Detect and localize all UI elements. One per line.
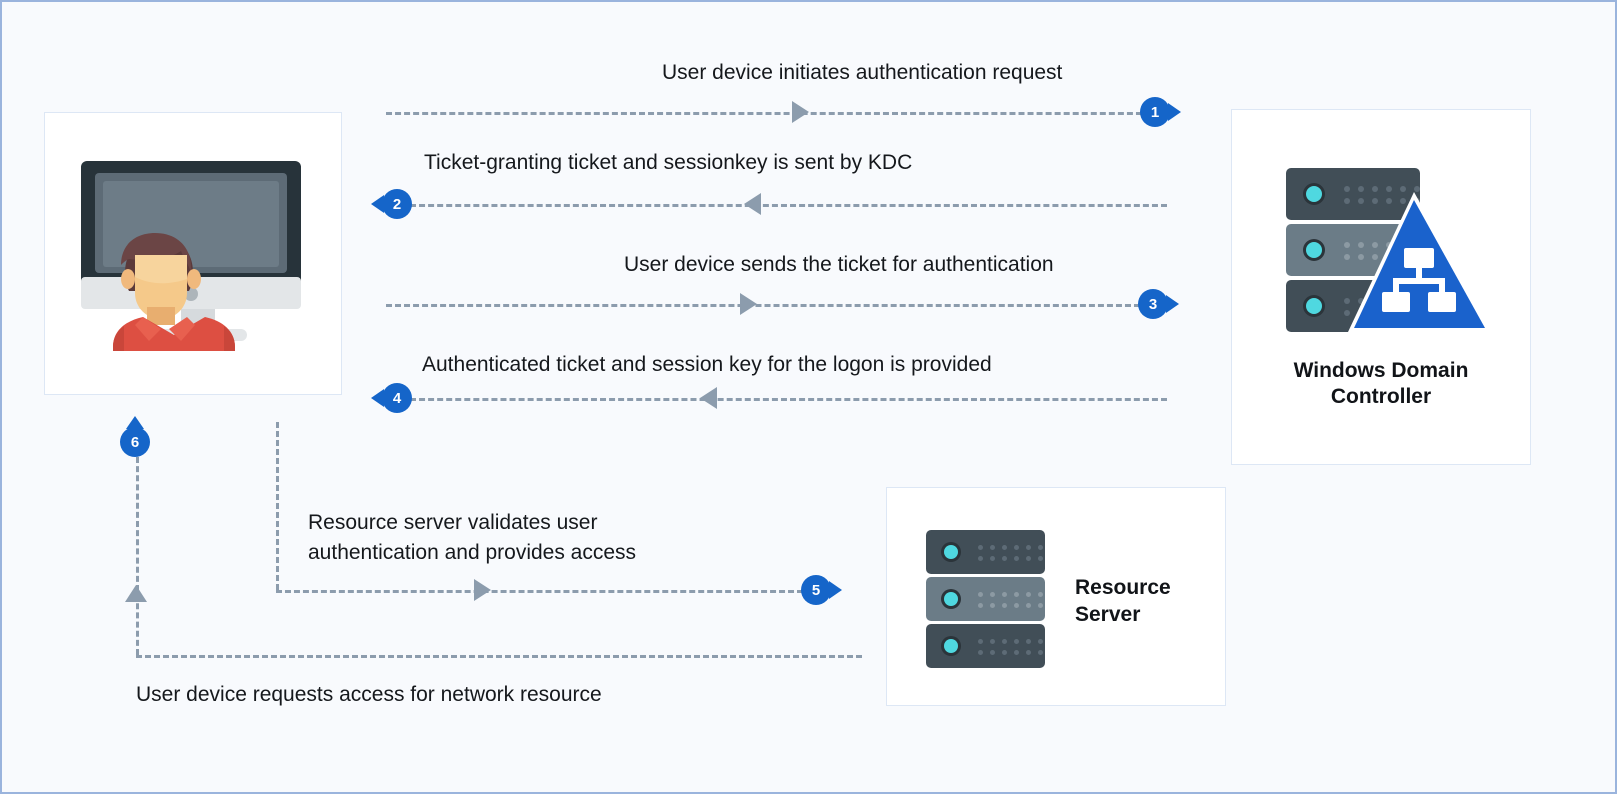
step-5-caption-line2: authentication and provides access — [308, 541, 637, 565]
server-rack-icon — [926, 530, 1046, 668]
step-5-arrowhead-icon — [474, 579, 491, 601]
step-5-caption: Resource server validates user authentica… — [308, 508, 636, 569]
step-5-vertical-line — [276, 422, 279, 590]
step-3-number: 3 — [1148, 295, 1158, 313]
step-5-caption-line1: Resource server validates user — [308, 511, 598, 534]
user-device-card — [44, 112, 342, 395]
step-3-line — [386, 304, 1149, 307]
step-2-badge-arrow-icon — [371, 195, 384, 213]
step-2-caption: Ticket-granting ticket and sessionkey is… — [424, 151, 913, 174]
step-6-number: 6 — [130, 433, 140, 451]
step-1-badge-arrow-icon — [1168, 103, 1181, 121]
server-rack-with-network-triangle-icon — [1286, 168, 1492, 338]
step-1-caption: User device initiates authentication req… — [662, 61, 1063, 84]
step-6-line — [136, 655, 862, 658]
rs-label-line1: Resource — [1075, 576, 1171, 599]
step-6-caption: User device requests access for network … — [136, 683, 602, 706]
step-2-number: 2 — [392, 195, 402, 213]
step-4-badge-arrow-icon — [371, 389, 384, 407]
step-2-badge: 2 — [371, 189, 412, 219]
step-5-number: 5 — [811, 581, 821, 599]
user-at-computer-icon — [81, 161, 301, 351]
step-6-arrowhead-icon — [125, 585, 147, 602]
step-6-badge-arrow-icon — [126, 416, 144, 429]
step-1-arrowhead-icon — [792, 101, 809, 123]
step-2-arrowhead-icon — [744, 193, 761, 215]
step-3-badge: 3 — [1138, 289, 1179, 319]
step-3-badge-arrow-icon — [1166, 295, 1179, 313]
step-6-badge: 6 — [120, 416, 150, 457]
step-1-number: 1 — [1150, 103, 1160, 121]
dc-label-line1: Windows Domain — [1293, 359, 1469, 382]
step-6-vertical-line — [136, 457, 139, 655]
step-5-badge-arrow-icon — [829, 581, 842, 599]
step-5-line — [276, 590, 803, 593]
step-4-badge: 4 — [371, 383, 412, 413]
step-5-badge: 5 — [801, 575, 842, 605]
step-3-arrowhead-icon — [740, 293, 757, 315]
step-2-line — [410, 204, 1167, 207]
step-3-caption: User device sends the ticket for authent… — [624, 253, 1054, 276]
step-1-badge: 1 — [1140, 97, 1181, 127]
network-triangle-icon — [1348, 192, 1492, 332]
step-4-number: 4 — [392, 389, 402, 407]
step-4-line — [410, 398, 1167, 401]
step-1-line — [386, 112, 1151, 115]
step-4-caption: Authenticated ticket and session key for… — [422, 353, 992, 376]
dc-label-line2: Controller — [1330, 385, 1432, 409]
step-4-arrowhead-icon — [700, 387, 717, 409]
rs-label-line2: Server — [1075, 603, 1141, 627]
